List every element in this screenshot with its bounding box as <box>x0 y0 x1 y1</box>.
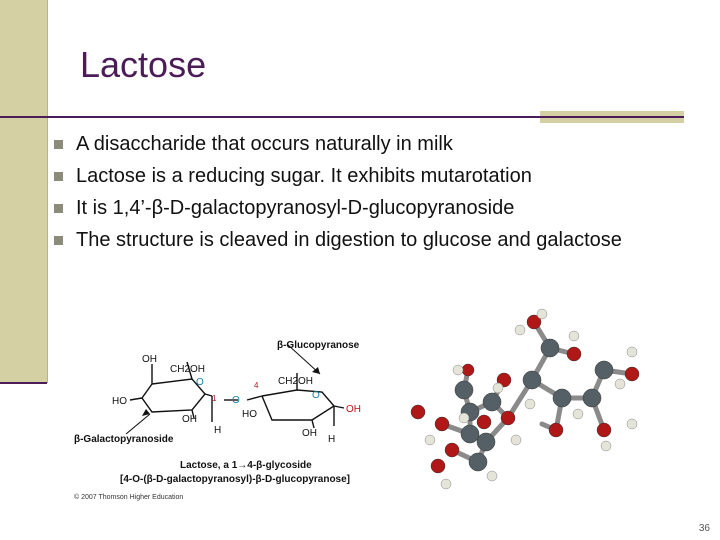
bullet-item: A disaccharide that occurs naturally in … <box>52 130 672 158</box>
atom-label-o: O <box>312 390 320 401</box>
caption-line-1: Lactose, a 1→4-β-glycoside <box>180 460 312 471</box>
bullet-item: It is 1,4’-β-D-galactopyranosyl-D-glucop… <box>52 194 672 222</box>
glucopyranose-label: β-Glucopyranose <box>277 340 360 351</box>
square-bullet-icon <box>54 140 63 149</box>
atom-label-ho: HO <box>242 409 257 420</box>
caption-line-2: [4-O-(β-D-galactopyranosyl)-β-D-glucopyr… <box>120 474 350 485</box>
atom-label-ch2oh: CH2OH <box>170 364 205 375</box>
atom-label-h: H <box>214 425 221 436</box>
copyright-note: © 2007 Thomson Higher Education <box>74 493 183 501</box>
slide-number: 36 <box>698 523 710 534</box>
bullet-list: A disaccharide that occurs naturally in … <box>52 130 672 258</box>
square-bullet-icon <box>54 236 63 245</box>
atom-label-o: O <box>196 377 204 388</box>
lactose-structure-figure: β-Glucopyranose β-Galactopyranoside OH C… <box>72 300 642 504</box>
atom-label-oh: OH <box>302 428 317 439</box>
galactopyranoside-label: β-Galactopyranoside <box>74 434 174 445</box>
band-accent-line <box>0 382 47 384</box>
title-rule <box>0 116 540 118</box>
atom-label-oh: OH <box>182 414 197 425</box>
square-bullet-icon <box>54 172 63 181</box>
bullet-item: The structure is cleaved in digestion to… <box>52 226 672 254</box>
square-bullet-icon <box>54 204 63 213</box>
slide-title: Lactose <box>80 44 207 85</box>
left-decorative-band <box>0 0 48 383</box>
atom-label-oh: OH <box>142 354 157 365</box>
position-label-1: 1 <box>212 394 217 403</box>
structure-drawing: β-Glucopyranose β-Galactopyranoside OH C… <box>74 308 640 501</box>
atom-label-h: H <box>328 434 335 445</box>
position-label-4: 4 <box>254 381 259 390</box>
atom-label-oh: OH <box>346 404 361 415</box>
title-rule-accent <box>540 111 684 123</box>
bullet-item: Lactose is a reducing sugar. It exhibits… <box>52 162 672 190</box>
atom-label-ch2oh: CH2OH <box>278 376 313 387</box>
atom-label-ho: HO <box>112 396 127 407</box>
atom-label-o: O <box>232 395 240 406</box>
